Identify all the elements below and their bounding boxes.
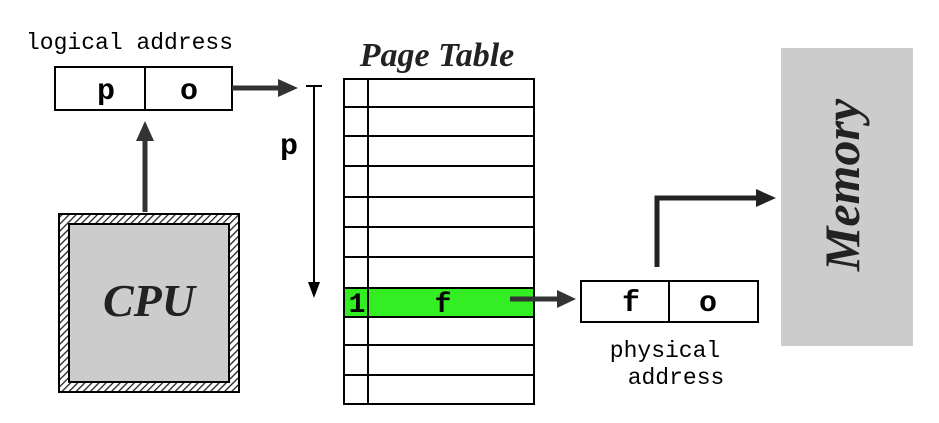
- page-index-arrow: [306, 85, 322, 298]
- memory-block: Memory: [781, 48, 913, 346]
- page-table-highlighted-row: [344, 288, 534, 317]
- logical-page-field: p: [97, 75, 115, 109]
- page-index-label: p: [280, 130, 298, 164]
- memory-label: Memory: [814, 98, 870, 272]
- page-table-title: Page Table: [359, 37, 515, 74]
- physical-address-box: f o: [580, 280, 759, 323]
- logical-to-table-arrow: [232, 79, 298, 97]
- logical-offset-field: o: [180, 75, 198, 109]
- logical-address-box: p o: [54, 66, 233, 111]
- physical-to-memory-arrow: [654, 189, 776, 267]
- page-table: 1 f: [343, 78, 535, 405]
- frame-number-label: f: [435, 290, 452, 321]
- physical-address-label-line2: address: [628, 365, 725, 391]
- physical-offset-field: o: [699, 287, 717, 321]
- physical-frame-field: f: [622, 287, 640, 321]
- table-to-physical-arrow: [510, 290, 576, 308]
- cpu-to-logical-arrow: [136, 121, 154, 212]
- logical-address-label: logical address: [26, 30, 233, 56]
- cpu-box: CPU: [58, 213, 240, 393]
- physical-address-label-line1: physical: [610, 338, 720, 364]
- valid-bit-label: 1: [349, 290, 366, 321]
- cpu-label: CPU: [103, 275, 198, 326]
